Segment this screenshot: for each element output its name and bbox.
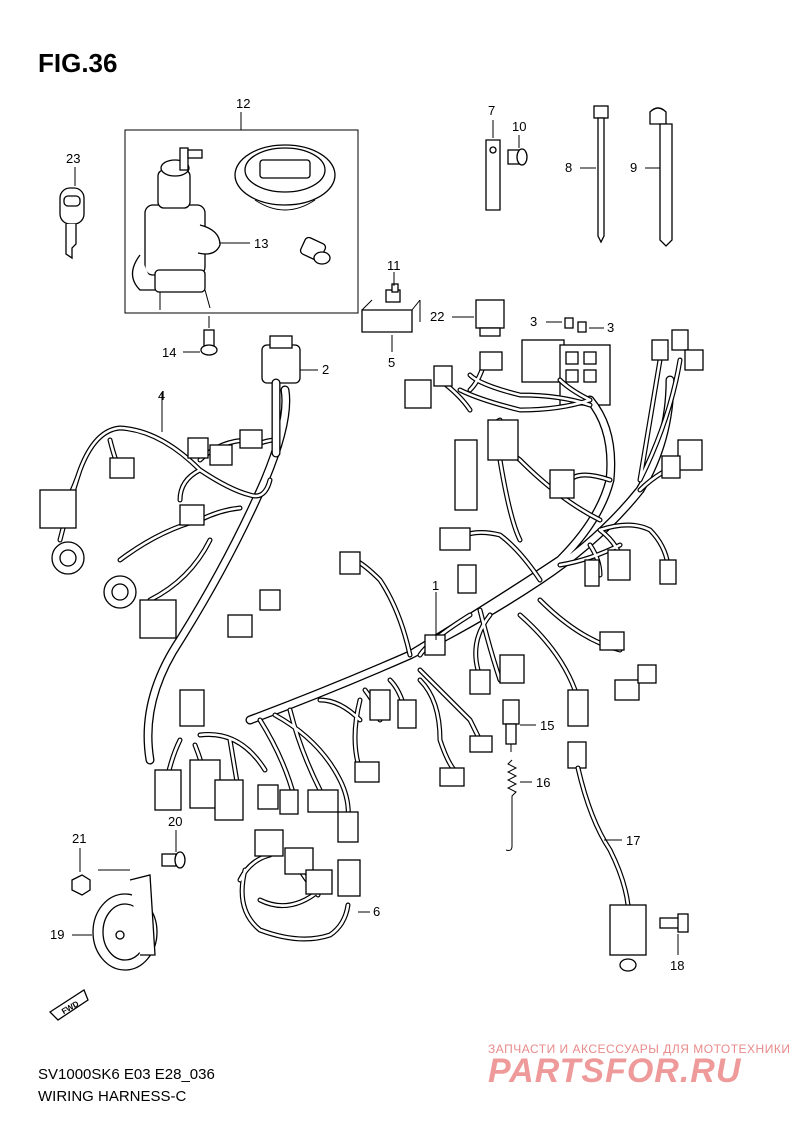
- callout-20: 20: [168, 814, 182, 829]
- spring-16: [505, 759, 518, 851]
- callout-13: 13: [254, 236, 268, 251]
- ignition-key: [59, 187, 85, 260]
- connector-2: [261, 335, 301, 458]
- ignition-switch: [131, 147, 221, 310]
- callout-5: 5: [388, 355, 395, 370]
- horn-19: [92, 874, 158, 971]
- callout-8: 8: [565, 160, 572, 175]
- callout-17: 17: [626, 833, 640, 848]
- sub-harness-4: [39, 425, 278, 639]
- fuse-3b: [577, 321, 587, 333]
- bracket-5: [361, 299, 421, 333]
- callout-1: 1: [432, 578, 439, 593]
- callout-18: 18: [670, 958, 684, 973]
- bolt-18: [659, 913, 689, 933]
- fuel-cap-lock: [234, 144, 336, 211]
- callout-3a: 3: [530, 314, 537, 329]
- cable-tie-8: [593, 105, 609, 244]
- watermark-logo: PARTSFOR.RU: [488, 1052, 742, 1090]
- switch-15: [502, 699, 520, 752]
- sub-harness-6: [237, 829, 361, 942]
- callout-23: 23: [66, 151, 80, 166]
- callout-21: 21: [72, 831, 86, 846]
- callout-19: 19: [50, 927, 64, 942]
- callout-10: 10: [512, 119, 526, 134]
- main-harness: [143, 329, 704, 843]
- callout-7: 7: [488, 103, 495, 118]
- watermark-tagline: ЗАПЧАСТИ И АКСЕССУАРЫ ДЛЯ МОТОТЕХНИКИ: [488, 1042, 791, 1056]
- callout-9: 9: [630, 160, 637, 175]
- callout-2: 2: [322, 362, 329, 377]
- relay-22: [475, 299, 505, 337]
- callout-6: 6: [373, 904, 380, 919]
- callout-14: 14: [162, 345, 176, 360]
- model-code: SV1000SK6 E03 E28_036: [38, 1066, 215, 1083]
- callout-22: 22: [430, 309, 444, 324]
- fuse-3a: [564, 317, 574, 329]
- cable-tie-9: [649, 107, 673, 247]
- bolt-11: [385, 283, 401, 303]
- callout-11: 11: [387, 258, 401, 273]
- callout-15: 15: [540, 718, 554, 733]
- callout-12: 12: [236, 96, 250, 111]
- bracket-7: [485, 139, 501, 211]
- callout-3b: 3: [607, 320, 614, 335]
- callout-4: 4: [158, 388, 165, 403]
- bolt-20: [161, 851, 186, 869]
- side-stand-switch-17: [567, 741, 647, 972]
- seat-lock-cylinder: [299, 236, 331, 265]
- section-name: WIRING HARNESS-C: [38, 1088, 187, 1105]
- bolt-14: [200, 329, 218, 356]
- figure-title: FIG.36: [38, 48, 118, 78]
- screw-10: [507, 148, 528, 166]
- forward-arrow-icon: FWD: [48, 989, 89, 1021]
- callout-16: 16: [536, 775, 550, 790]
- nut-21: [71, 874, 91, 896]
